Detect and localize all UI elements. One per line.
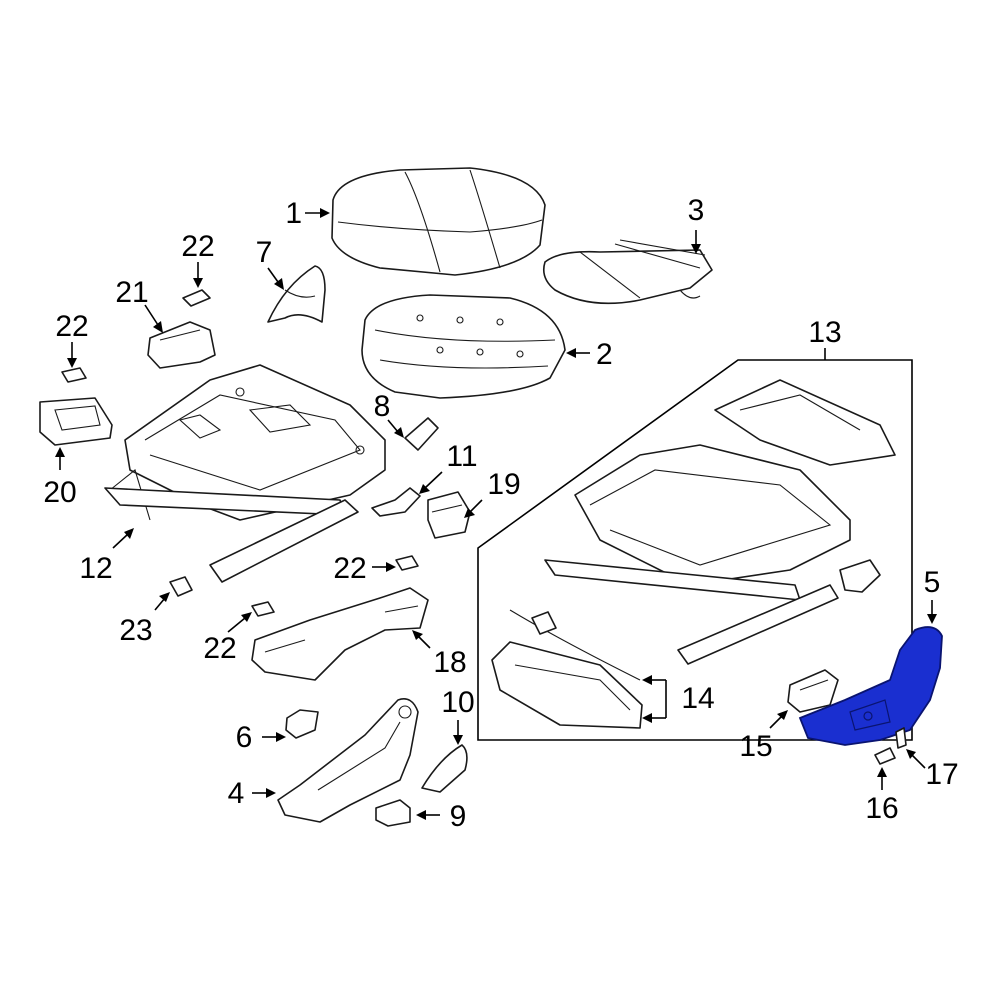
part-7-trim-shield[interactable] <box>267 265 326 323</box>
callout-5: 5 <box>924 566 941 599</box>
part-22-pad-c[interactable] <box>395 555 419 571</box>
callout-23: 23 <box>119 614 152 647</box>
part-6-clip[interactable] <box>285 709 319 739</box>
part-10-trim-cover[interactable] <box>421 744 468 793</box>
callout-16: 16 <box>865 792 898 825</box>
callout-4: 4 <box>228 777 245 810</box>
callout-11: 11 <box>446 440 477 473</box>
callout-17: 17 <box>925 758 958 791</box>
callout-9: 9 <box>450 800 467 833</box>
part-18-side-panel[interactable] <box>251 587 429 681</box>
part-22-pad-b[interactable] <box>61 367 87 383</box>
part-2-cushion-pad[interactable] <box>361 294 566 399</box>
callout-6: 6 <box>236 721 253 754</box>
callout-22-a: 22 <box>181 230 214 263</box>
callout-22-c: 22 <box>333 552 366 585</box>
part-13-seat-frame-assembly[interactable] <box>544 379 896 665</box>
part-1-cushion-cover[interactable] <box>331 167 546 276</box>
part-11-link[interactable] <box>371 487 421 517</box>
callout-21: 21 <box>115 276 148 309</box>
callout-18: 18 <box>433 646 466 679</box>
part-8-bracket[interactable] <box>404 417 439 451</box>
callout-1: 1 <box>285 197 302 230</box>
callout-12: 12 <box>79 552 112 585</box>
callout-8: 8 <box>374 390 391 423</box>
callout-2: 2 <box>596 338 613 371</box>
part-14-control-module[interactable] <box>491 609 643 729</box>
part-15-switch[interactable] <box>787 669 839 713</box>
part-22-pad-d[interactable] <box>251 601 275 617</box>
part-19-module[interactable] <box>427 491 471 539</box>
callout-19: 19 <box>487 468 520 501</box>
part-21-bracket[interactable] <box>147 321 216 369</box>
part-16-knob[interactable] <box>874 747 896 765</box>
callout-labels: 1 2 3 4 5 6 7 8 9 10 11 12 13 14 15 16 1… <box>43 194 958 833</box>
callout-7: 7 <box>256 236 273 269</box>
callout-15: 15 <box>739 730 772 763</box>
part-20-end-cover[interactable] <box>39 397 113 446</box>
part-13-group-frame <box>477 359 913 741</box>
part-17-knob[interactable] <box>895 727 907 749</box>
part-9-clip[interactable] <box>375 799 411 827</box>
callout-13: 13 <box>808 316 841 349</box>
part-3-heater-mat[interactable] <box>542 239 713 305</box>
leader-lines <box>55 208 937 820</box>
part-23-bolt[interactable] <box>169 576 193 597</box>
part-5-outer-trim-panel[interactable] <box>798 626 943 746</box>
callout-14: 14 <box>681 682 714 715</box>
callout-20: 20 <box>43 476 76 509</box>
callout-22-d: 22 <box>203 632 236 665</box>
callout-3: 3 <box>688 194 705 227</box>
part-12-seat-frame[interactable] <box>104 364 386 583</box>
callout-10: 10 <box>441 686 474 719</box>
part-4-outer-shield[interactable] <box>277 698 419 823</box>
callout-22-b: 22 <box>55 310 88 343</box>
part-22-pad-a[interactable] <box>182 289 211 307</box>
